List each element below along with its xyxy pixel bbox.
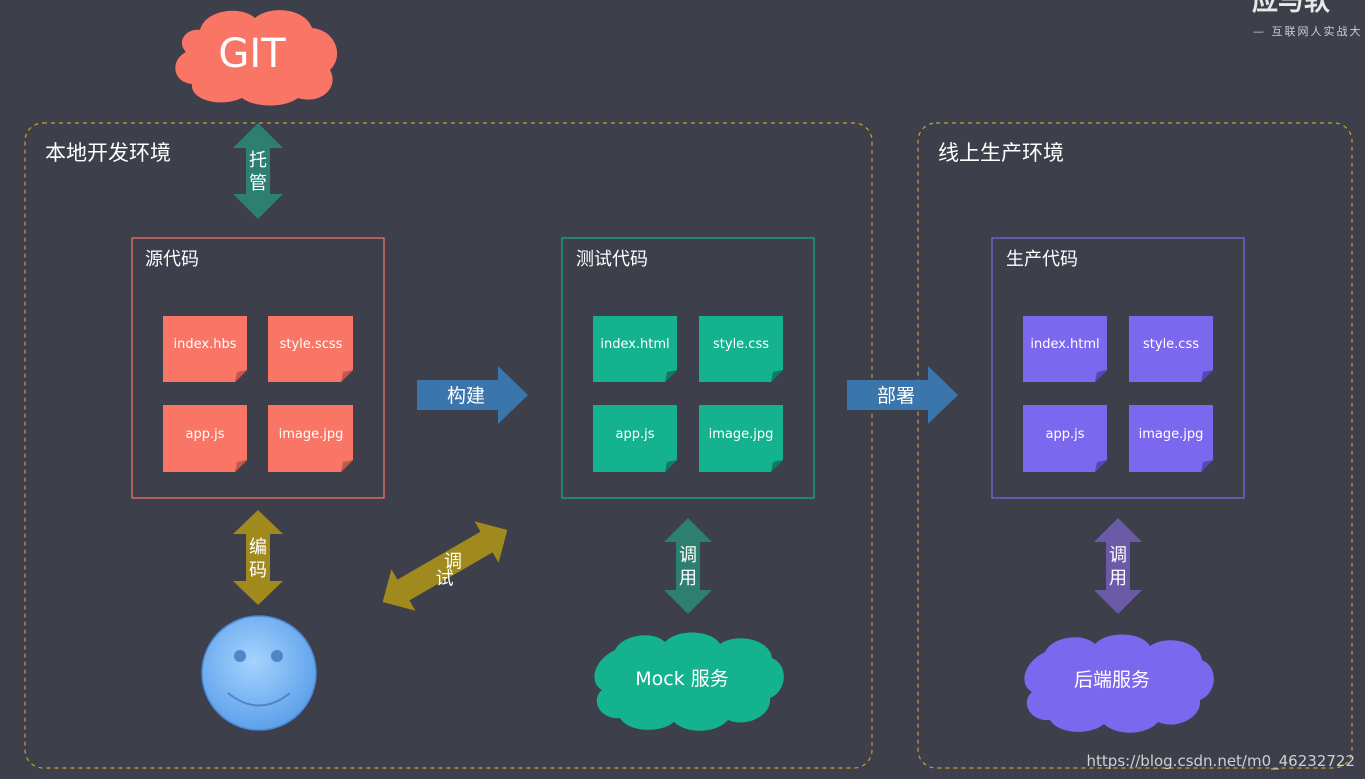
file-label: index.html [1030, 337, 1099, 352]
local-env-zone [24, 122, 873, 769]
git-arrow-label-1: 托 [249, 150, 267, 171]
debug-arrow-label-1: 调 [444, 552, 462, 573]
edit-arrow-label-1: 编 [249, 537, 267, 558]
prod-files: index.html style.css app.js image.jpg [1023, 316, 1213, 472]
file-label: style.scss [280, 337, 343, 352]
source-title: 源代码 [145, 249, 199, 270]
prod-code-box: 生产代码 [991, 237, 1245, 499]
backend-call-arrow: 调 用 [1094, 518, 1142, 614]
git-arrow-label-2: 管 [249, 173, 267, 194]
file-label: style.css [713, 337, 769, 352]
file-tile: style.css [1129, 316, 1213, 382]
prod-title: 生产代码 [1006, 249, 1078, 270]
deploy-arrow-label: 部署 [877, 385, 915, 407]
file-label: app.js [616, 427, 655, 442]
mock-service-label: Mock 服务 [635, 668, 729, 690]
file-tile: app.js [1023, 405, 1107, 472]
prod-env-title: 线上生产环境 [938, 141, 1064, 165]
logo-text: 应与软 [1252, 0, 1330, 17]
prod-env-zone [917, 122, 1353, 769]
mock-call-label-2: 用 [679, 568, 697, 589]
file-label: index.html [600, 337, 669, 352]
logo-subtitle: — 互联网人实战大 [1253, 24, 1363, 38]
file-tile: image.jpg [1129, 405, 1213, 472]
backend-call-label-2: 用 [1109, 568, 1127, 589]
deploy-arrow: 部署 [847, 366, 958, 424]
mock-service-cloud: Mock 服务 [594, 632, 784, 731]
source-files: index.hbs style.scss app.js image.jpg [163, 316, 353, 472]
watermark: https://blog.csdn.net/m0_46232722 [1087, 752, 1355, 771]
file-label: index.hbs [174, 337, 237, 352]
test-files: index.html style.css app.js image.jpg [593, 316, 783, 472]
edit-arrow: 编 码 [233, 510, 283, 605]
file-tile: style.scss [268, 316, 353, 382]
file-label: image.jpg [279, 427, 344, 442]
git-cloud: GIT [175, 10, 338, 106]
file-label: app.js [186, 427, 225, 442]
file-tile: app.js [593, 405, 677, 472]
file-tile: image.jpg [699, 405, 783, 472]
debug-arrow: 调 试 [382, 521, 508, 611]
source-code-box: 源代码 [131, 237, 385, 499]
file-tile: index.html [593, 316, 677, 382]
file-label: app.js [1046, 427, 1085, 442]
build-arrow: 构建 [417, 366, 528, 424]
file-label: image.jpg [709, 427, 774, 442]
local-env-title: 本地开发环境 [45, 141, 171, 165]
git-cloud-shape [175, 10, 338, 106]
mock-call-label-1: 调 [679, 545, 697, 566]
backend-service-label: 后端服务 [1074, 669, 1150, 691]
git-label: GIT [218, 31, 286, 77]
test-code-box: 测试代码 [561, 237, 815, 499]
file-tile: image.jpg [268, 405, 353, 472]
mock-call-arrow: 调 用 [664, 518, 712, 614]
file-tile: app.js [163, 405, 247, 472]
file-label: style.css [1143, 337, 1199, 352]
backend-call-label-1: 调 [1109, 545, 1127, 566]
debug-arrow-label-2: 试 [436, 568, 454, 589]
file-tile: style.css [699, 316, 783, 382]
test-title: 测试代码 [576, 249, 648, 270]
file-tile: index.hbs [163, 316, 247, 382]
git-host-arrow: 托 管 [233, 123, 283, 219]
file-tile: index.html [1023, 316, 1107, 382]
edit-arrow-label-2: 码 [249, 560, 267, 581]
file-label: image.jpg [1139, 427, 1204, 442]
logo: 应与软 — 互联网人实战大 [1252, 0, 1363, 38]
build-arrow-label: 构建 [447, 385, 485, 407]
developer-smiley [201, 615, 317, 731]
backend-service-cloud: 后端服务 [1024, 634, 1214, 733]
